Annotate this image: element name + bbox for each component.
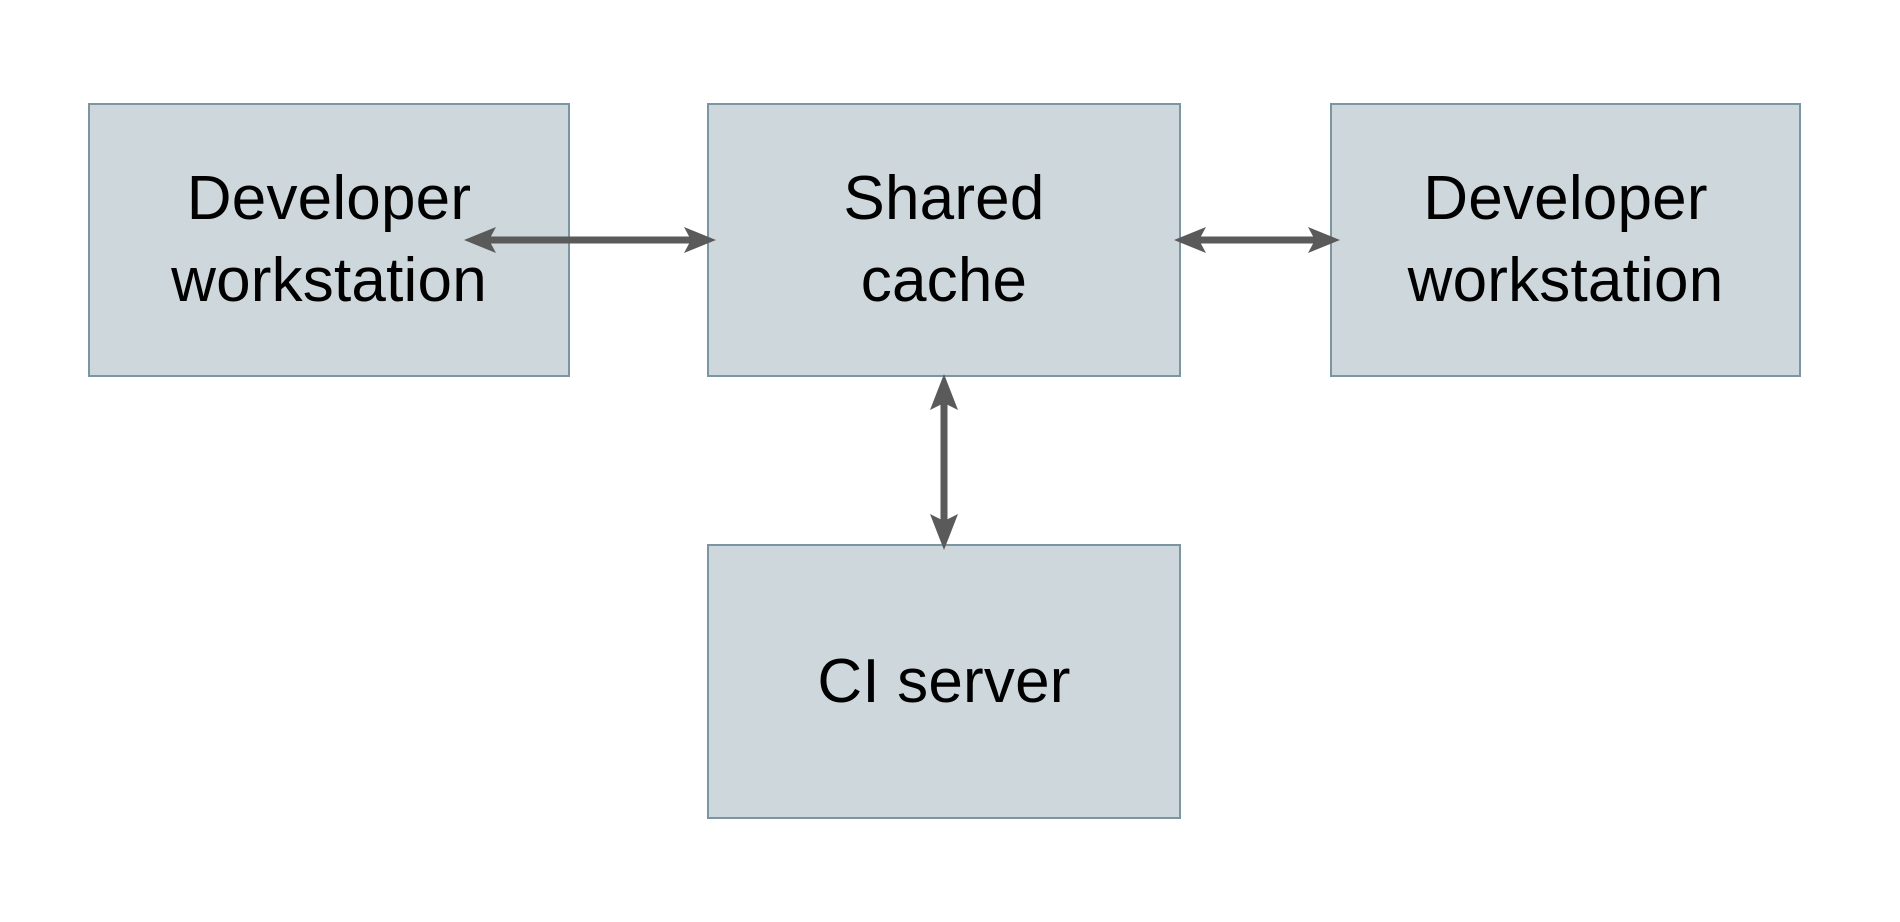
node-label: CI server: [817, 646, 1071, 716]
double-headed-arrow-icon: [1174, 227, 1340, 253]
node-shared-cache[interactable]: Shared cache: [707, 103, 1181, 377]
node-label: Shared cache: [843, 164, 1045, 315]
double-headed-arrow-icon: [464, 227, 716, 253]
node-label: Developer workstation: [171, 164, 487, 315]
edge-shared-cache-to-ci-server: [916, 372, 972, 552]
edge-developer-left-to-shared-cache: [462, 212, 718, 268]
edge-shared-cache-to-developer-right: [1172, 212, 1342, 268]
node-developer-workstation-right[interactable]: Developer workstation: [1330, 103, 1801, 377]
double-headed-arrow-icon: [930, 374, 958, 550]
node-ci-server[interactable]: CI server: [707, 544, 1181, 819]
node-label: Developer workstation: [1407, 164, 1724, 315]
